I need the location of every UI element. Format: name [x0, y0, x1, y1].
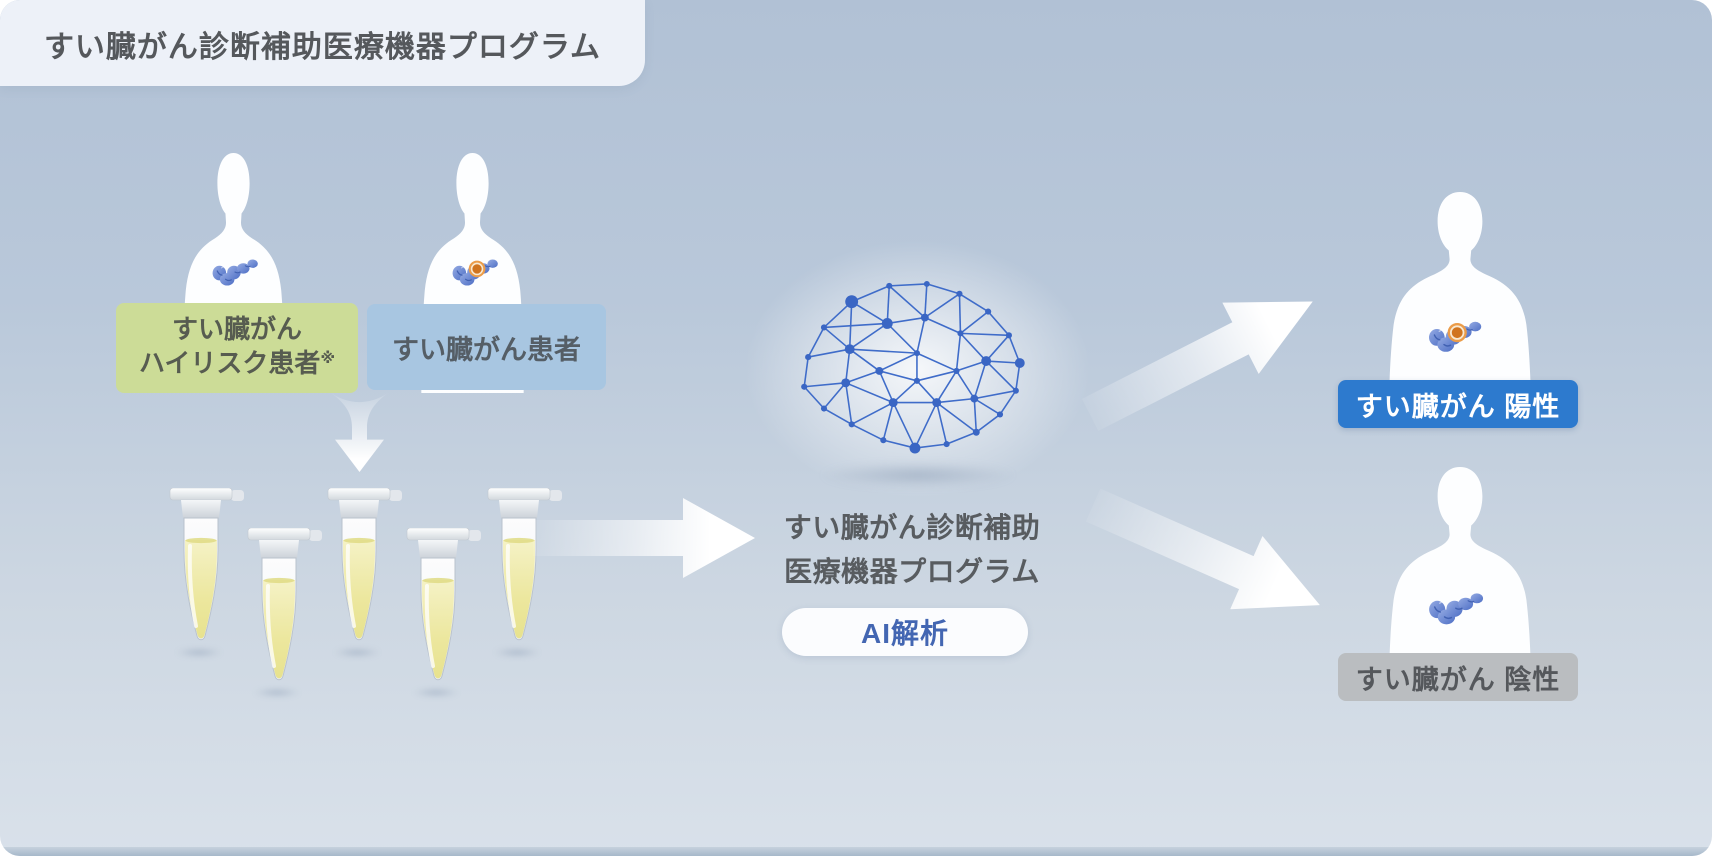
note-mark: ※ — [320, 349, 336, 367]
brain-network-icon — [801, 280, 1025, 454]
up-right-arrow-icon — [1072, 266, 1331, 451]
high-risk-label-line1: すい臓がん — [171, 313, 302, 344]
test-tube-icon — [405, 528, 483, 690]
tube-shadow — [334, 648, 380, 657]
tube-shadow — [494, 648, 540, 657]
test-tube-icon — [168, 488, 246, 650]
pancreas-tumor-icon — [450, 252, 502, 290]
positive-result-badge: すい臓がん 陽性 — [1338, 380, 1578, 428]
pancreas-icon — [210, 252, 262, 290]
title-banner: すい臓がん診断補助医療機器プログラム — [0, 0, 645, 86]
pancreas-icon — [1426, 584, 1488, 630]
high-risk-label-line2: ハイリスク患者 — [138, 347, 321, 378]
pancreas-tumor-icon — [1426, 312, 1486, 358]
tube-shadow — [254, 688, 300, 697]
program-name-line2: 医療機器プログラム — [784, 556, 1040, 587]
down-right-arrow-icon — [1077, 468, 1336, 641]
program-name-line1: すい臓がん診断補助 — [783, 512, 1041, 543]
program-name: すい臓がん診断補助 医療機器プログラム — [762, 506, 1062, 594]
high-risk-patient-label: すい臓がん ハイリスク患者※ — [116, 303, 358, 393]
tube-shadow — [413, 688, 459, 697]
ai-analysis-badge: AI解析 — [782, 608, 1028, 656]
right-arrow-icon — [533, 498, 755, 578]
cancer-patient-label: すい臓がん患者 — [367, 304, 606, 390]
test-tube-icon — [246, 528, 324, 690]
down-arrow-icon — [331, 393, 388, 472]
brain-shadow — [820, 462, 1016, 488]
page-title: すい臓がん診断補助医療機器プログラム — [43, 31, 602, 64]
negative-result-badge: すい臓がん 陰性 — [1338, 653, 1578, 701]
test-tube-icon — [326, 488, 404, 650]
tube-shadow — [176, 648, 222, 657]
